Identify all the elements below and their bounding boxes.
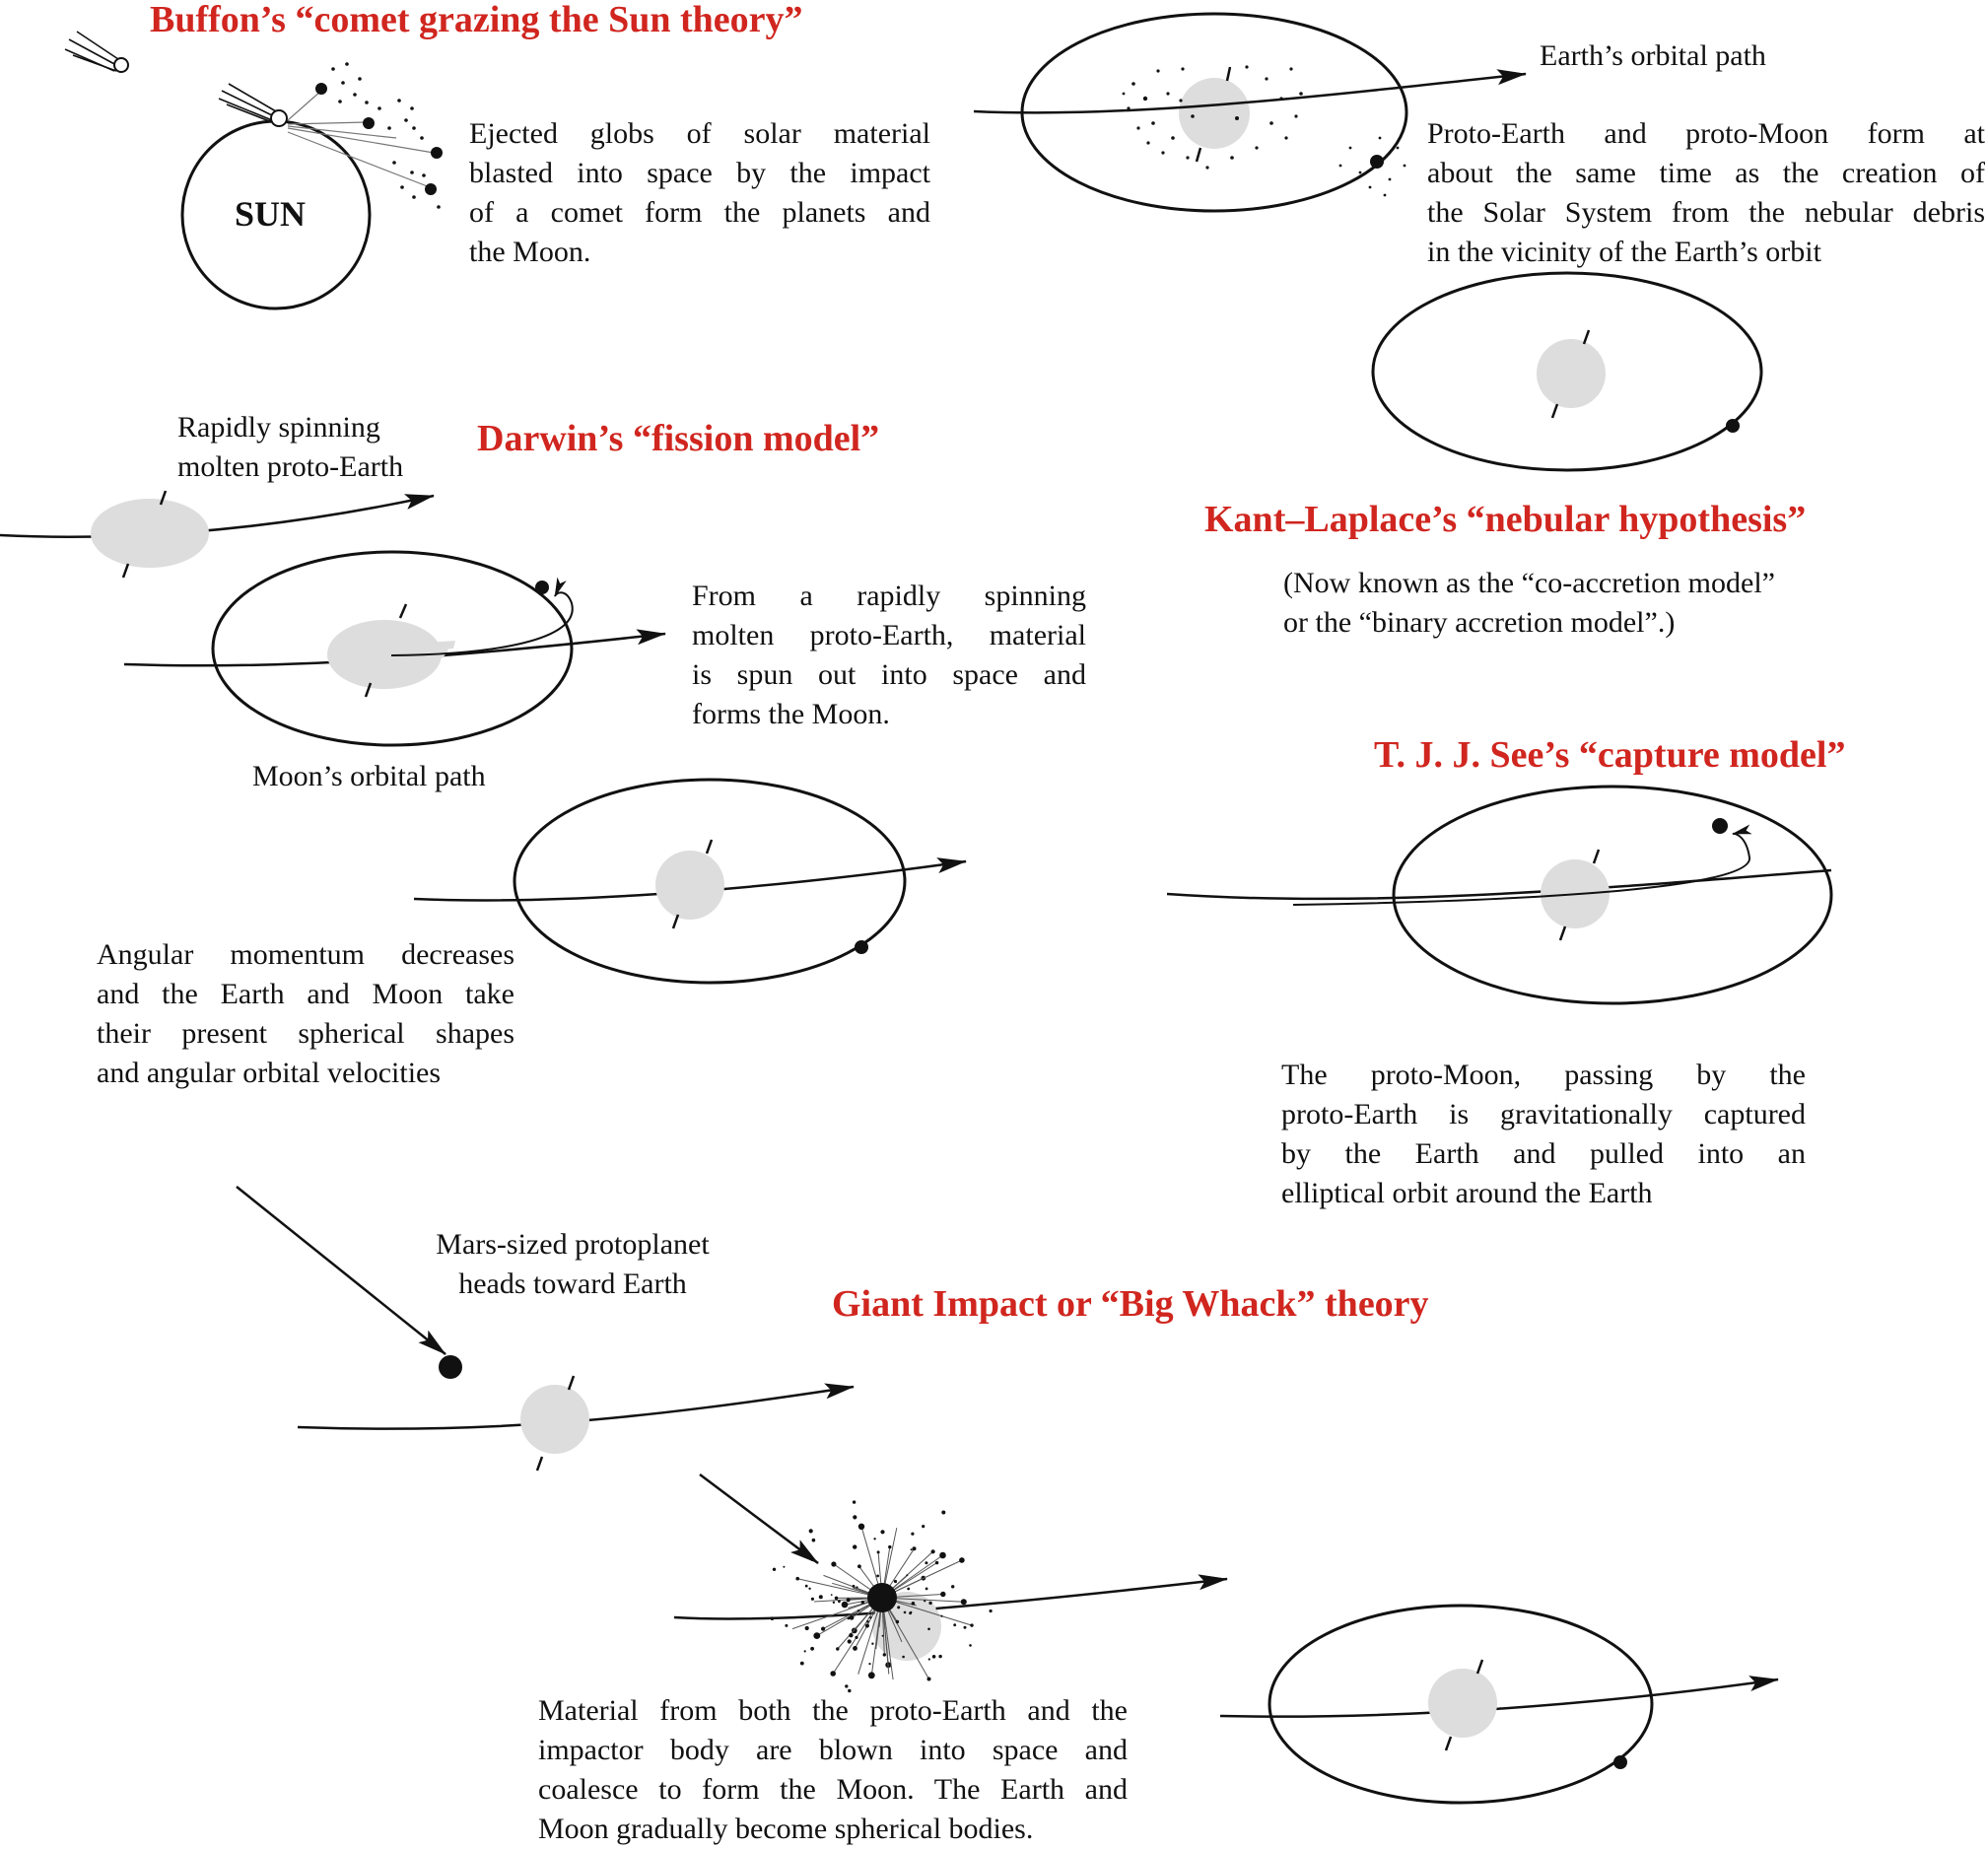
sun-label: SUN [235, 193, 306, 235]
kant-caption-line: Proto-Earth and proto-Moon form at [1427, 114, 1985, 154]
mars-label-line: Mars-sized protoplanet [414, 1225, 731, 1265]
impact-core [867, 1583, 897, 1612]
kant-caption-line: in the vicinity of the Earth’s orbit [1427, 233, 1985, 272]
kant-title: Kant–Laplace’s “nebular hypothesis” [1204, 497, 1806, 542]
impactor-protoplanet [439, 1355, 462, 1379]
comet-icon [65, 32, 128, 72]
see-diagram [1167, 787, 1831, 1003]
mars-label-line: heads toward Earth [414, 1265, 731, 1304]
kant-caption-line: the Solar System from the nebular debris [1427, 193, 1985, 233]
earth-orbital-path-label: Earth’s orbital path [1540, 36, 1766, 76]
kant-note-line: or the “binary accretion model”.) [1283, 603, 1775, 643]
buffon-title: Buffon’s “comet grazing the Sun theory” [150, 0, 803, 42]
earth-orbital-path-arrow [974, 74, 1526, 112]
kant-caption-line: about the same time as the creation of [1427, 154, 1985, 193]
see-caption-line: by the Earth and pulled into an [1281, 1134, 1806, 1174]
darwin-caption-line: molten proto-Earth, material [692, 616, 1086, 655]
nebular-debris [1123, 65, 1406, 196]
kant-note-line: (Now known as the “co-accretion model” [1283, 564, 1775, 603]
spinning-earth-label-line: Rapidly spinning [177, 408, 403, 447]
darwin-result-caption-line: Angular momentum decreases [97, 935, 514, 975]
proto-moon-dot [1370, 155, 1384, 169]
impact-caption-line: coalesce to form the Moon. The Earth and [538, 1770, 1128, 1810]
darwin-diagram [0, 491, 966, 983]
buffon-caption-line: of a comet form the planets and [469, 193, 930, 233]
buffon-caption-line: Ejected globs of solar material [469, 114, 930, 154]
buffon-caption: Ejected globs of solar material blasted … [469, 114, 930, 272]
kant-note: (Now known as the “co-accretion model” o… [1283, 564, 1775, 643]
buffon-diagram [65, 32, 443, 308]
darwin-result-caption-line: their present spherical shapes [97, 1014, 514, 1054]
darwin-caption-line: From a rapidly spinning [692, 577, 1086, 616]
darwin-result-caption: Angular momentum decreases and the Earth… [97, 935, 514, 1093]
proto-earth-nebula [1179, 78, 1250, 149]
spinning-earth-label-line: molten proto-Earth [177, 447, 403, 487]
impact-title: Giant Impact or “Big Whack” theory [832, 1281, 1429, 1327]
kant-diagram-result [1373, 273, 1761, 470]
moon-orbital-path-label: Moon’s orbital path [252, 757, 486, 796]
impact-caption: Material from both the proto-Earth and t… [538, 1691, 1128, 1849]
buffon-caption-line: blasted into space by the impact [469, 154, 930, 193]
captured-moon-dot [1712, 818, 1728, 834]
darwin-caption: From a rapidly spinning molten proto-Ear… [692, 577, 1086, 734]
grazing-comet-icon [219, 84, 287, 126]
see-caption-line: proto-Earth is gravitationally captured [1281, 1095, 1806, 1134]
see-caption-line: The proto-Moon, passing by the [1281, 1056, 1806, 1095]
spinning-earth-label: Rapidly spinning molten proto-Earth [177, 408, 403, 487]
impact-caption-line: impactor body are blown into space and [538, 1731, 1128, 1770]
kant-caption: Proto-Earth and proto-Moon form at about… [1427, 114, 1985, 272]
darwin-caption-line: forms the Moon. [692, 695, 1086, 734]
see-caption: The proto-Moon, passing by the proto-Ear… [1281, 1056, 1806, 1213]
molten-proto-earth [91, 499, 209, 568]
buffon-caption-line: the Moon. [469, 233, 930, 272]
impact-caption-line: Material from both the proto-Earth and t… [538, 1691, 1128, 1731]
impact-caption-line: Moon gradually become spherical bodies. [538, 1810, 1128, 1849]
mars-label: Mars-sized protoplanet heads toward Eart… [414, 1225, 731, 1304]
darwin-caption-line: is spun out into space and [692, 655, 1086, 695]
darwin-result-caption-line: and the Earth and Moon take [97, 975, 514, 1014]
see-title: T. J. J. See’s “capture model” [1374, 732, 1845, 778]
darwin-title: Darwin’s “fission model” [477, 416, 879, 461]
see-caption-line: elliptical orbit around the Earth [1281, 1174, 1806, 1213]
darwin-result-caption-line: and angular orbital velocities [97, 1054, 514, 1093]
fission-moon-dot [535, 581, 549, 594]
